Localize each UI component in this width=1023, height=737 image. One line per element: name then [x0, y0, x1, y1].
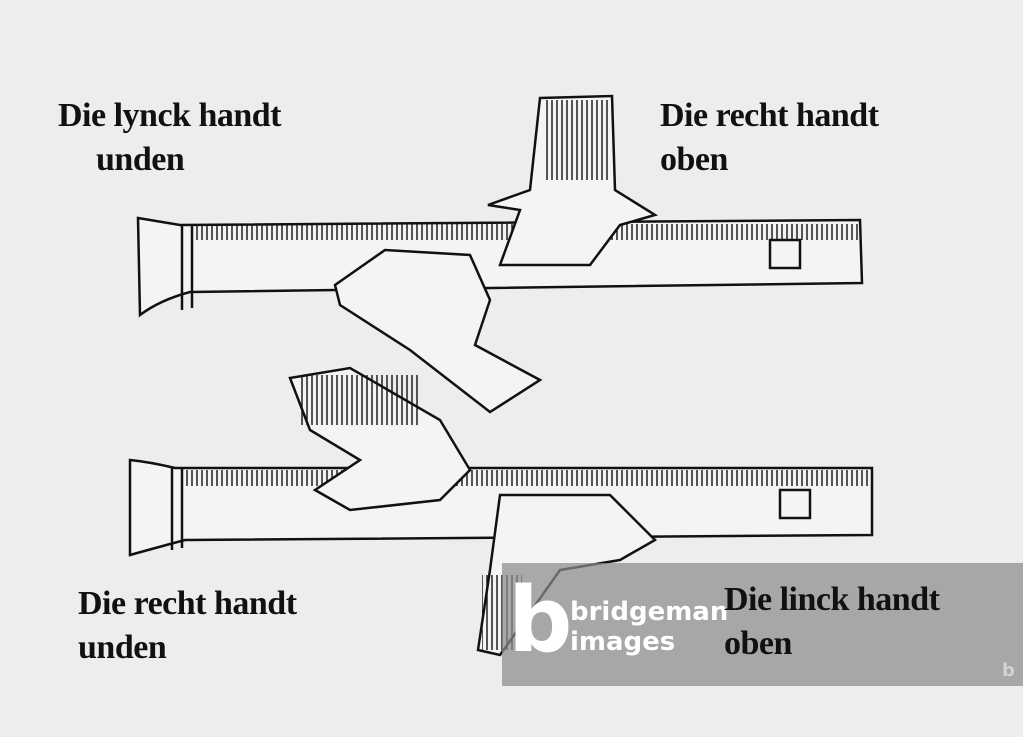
recorder-top — [136, 216, 864, 318]
right-hand-bottom — [288, 366, 472, 512]
watermark-line: images — [570, 627, 676, 657]
caption-line: unden — [96, 141, 185, 178]
left-hand-top — [333, 248, 543, 414]
caption-line: oben — [660, 141, 728, 178]
caption-line: oben — [724, 625, 792, 662]
caption-line: Die recht handt — [78, 585, 297, 622]
caption-line: Die recht handt — [660, 97, 879, 134]
right-hand-top — [487, 94, 659, 267]
watermark-banner: b bridgeman images b — [502, 563, 1023, 686]
watermark-logo: b — [508, 568, 573, 673]
caption-top-left: Die lynck handt unden — [58, 94, 282, 182]
watermark-line: bridgeman — [570, 597, 729, 627]
watermark-text: bridgeman images — [570, 597, 728, 657]
caption-bottom-left: Die recht handt unden — [78, 582, 297, 670]
watermark-small-logo: b — [1002, 660, 1015, 681]
caption-bottom-right: Die linck handt oben — [724, 578, 940, 666]
caption-top-right: Die recht handt oben — [660, 94, 879, 182]
caption-line: unden — [78, 629, 167, 666]
caption-line: Die linck handt — [724, 581, 940, 618]
caption-line: Die lynck handt — [58, 97, 282, 134]
